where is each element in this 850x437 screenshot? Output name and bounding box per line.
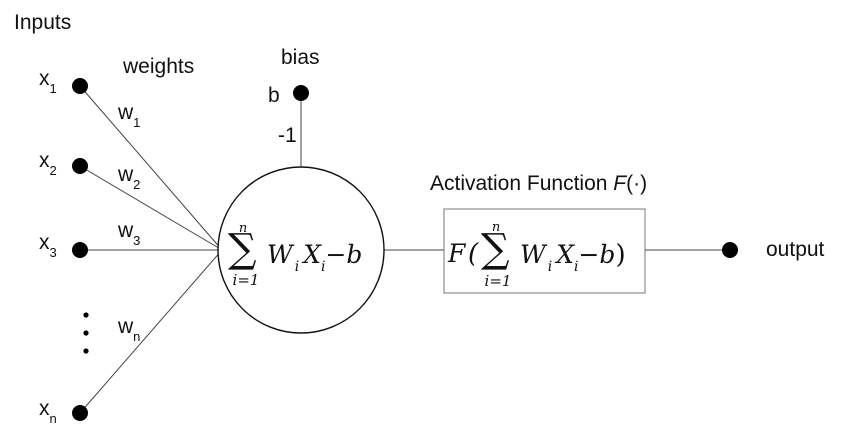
activation-sum-upper: n bbox=[492, 220, 500, 235]
inputs-title: Inputs bbox=[14, 11, 71, 34]
weight-label-2: w2 bbox=[117, 163, 140, 192]
ellipsis-dot-1 bbox=[83, 312, 89, 318]
weight-label-3-base: w bbox=[117, 219, 134, 242]
input-label-2-base: x bbox=[39, 149, 50, 172]
weight-label-3-sub: 3 bbox=[133, 233, 140, 248]
activation-w: W bbox=[520, 240, 548, 269]
neuron-sum-upper: n bbox=[239, 221, 247, 236]
input-label-3-base: x bbox=[39, 231, 50, 254]
edge-x2-neuron bbox=[79, 165, 223, 251]
activation-title-prefix: Activation Function bbox=[430, 172, 613, 195]
ellipsis-dot-2 bbox=[83, 330, 89, 336]
input-node-n bbox=[72, 405, 88, 421]
input-label-2-sub: 2 bbox=[50, 163, 57, 178]
bias-symbol: b bbox=[268, 84, 280, 107]
activation-close-paren: ) bbox=[615, 240, 625, 270]
activation-box bbox=[443, 208, 646, 294]
input-label-3-sub: 3 bbox=[50, 245, 57, 260]
neuron-minus-b: −b bbox=[325, 240, 362, 269]
input-node-3 bbox=[72, 242, 88, 258]
weight-label-1: w1 bbox=[117, 101, 140, 130]
activation-title-suffix: (·) bbox=[626, 172, 647, 195]
weights-title: weights bbox=[122, 55, 194, 78]
ellipsis-dot-3 bbox=[83, 348, 89, 354]
input-label-1: x1 bbox=[39, 67, 57, 96]
weight-label-2-sub: 2 bbox=[133, 177, 140, 192]
input-label-1-base: x bbox=[39, 67, 50, 90]
neuron-w-sub: i bbox=[295, 259, 299, 275]
input-label-1-sub: 1 bbox=[50, 81, 57, 96]
activation-x: X bbox=[554, 240, 575, 269]
activation-sigma: ∑ bbox=[481, 226, 510, 272]
input-label-2: x2 bbox=[39, 149, 57, 178]
activation-sum-lower: i=1 bbox=[485, 272, 512, 290]
input-label-n-sub: n bbox=[50, 411, 57, 426]
bias-node bbox=[293, 85, 309, 101]
weight-label-n-sub: n bbox=[133, 329, 140, 344]
neuron-circle bbox=[217, 166, 385, 334]
input-node-1 bbox=[72, 78, 88, 94]
weight-label-1-sub: 1 bbox=[133, 115, 140, 130]
edge-xn-neuron bbox=[79, 249, 223, 414]
neuron-sum-lower: i=1 bbox=[233, 271, 260, 289]
neuron-w: W bbox=[267, 240, 295, 269]
weight-label-3: w3 bbox=[117, 219, 140, 248]
input-label-n: xn bbox=[39, 397, 57, 426]
activation-w-sub: i bbox=[548, 259, 552, 275]
output-node bbox=[722, 242, 738, 258]
bias-title: bias bbox=[281, 46, 320, 69]
input-node-2 bbox=[72, 158, 88, 174]
input-label-3: x3 bbox=[39, 231, 57, 260]
weight-label-n-base: w bbox=[117, 315, 134, 338]
neuron-sigma: ∑ bbox=[228, 226, 257, 272]
weight-label-n: wn bbox=[117, 315, 140, 344]
activation-title: Activation Function F(·) bbox=[430, 172, 647, 195]
activation-title-f: F bbox=[613, 172, 627, 195]
activation-f: F bbox=[447, 239, 467, 268]
activation-x-sub: i bbox=[574, 259, 578, 275]
bias-weight-label: -1 bbox=[278, 124, 297, 147]
output-label: output bbox=[766, 238, 825, 261]
weight-label-1-base: w bbox=[117, 101, 134, 124]
neuron-x-sub: i bbox=[321, 259, 325, 275]
activation-open-paren: ( bbox=[468, 239, 479, 269]
weight-label-2-base: w bbox=[117, 163, 134, 186]
activation-minus-b: −b bbox=[578, 240, 615, 269]
input-label-n-base: x bbox=[39, 397, 50, 420]
edge-x1-neuron bbox=[79, 85, 223, 251]
neuron-x: X bbox=[301, 240, 322, 269]
